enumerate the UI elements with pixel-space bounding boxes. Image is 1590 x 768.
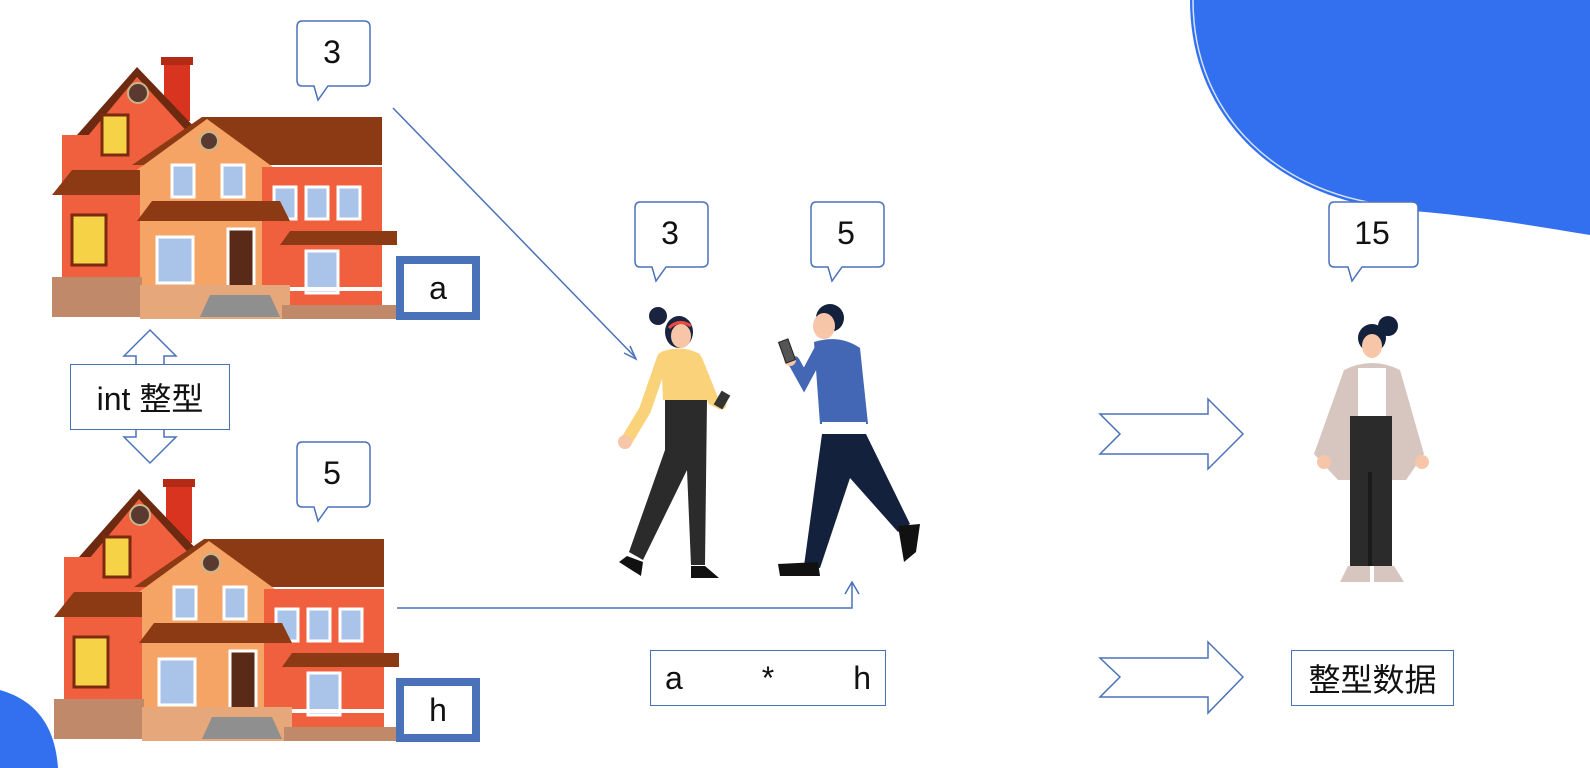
expression-box: a * h bbox=[650, 650, 886, 706]
variable-name: h bbox=[404, 686, 472, 734]
chevron-arrow-icon bbox=[1098, 397, 1245, 471]
value-callout-a: 3 bbox=[296, 20, 371, 102]
value-text: 3 bbox=[323, 33, 341, 70]
value-callout-result: 15 bbox=[1328, 201, 1419, 283]
woman-walking-illustration bbox=[618, 307, 731, 578]
value-text: 3 bbox=[661, 214, 679, 251]
variable-box-a: a bbox=[396, 256, 480, 320]
woman-standing-illustration bbox=[1314, 316, 1429, 582]
value-text: 5 bbox=[837, 214, 855, 251]
variable-box-h: h bbox=[396, 678, 480, 742]
value-text: 5 bbox=[323, 454, 341, 491]
value-callout-h: 5 bbox=[296, 441, 371, 523]
type-label: int 整型 bbox=[70, 364, 230, 430]
decor-blob-bottom-left bbox=[0, 690, 58, 768]
man-walking-illustration bbox=[777, 304, 920, 576]
expression-left: a bbox=[665, 659, 683, 696]
expression-right: h bbox=[853, 659, 871, 696]
expression-operator: * bbox=[761, 659, 775, 696]
result-type-label: 整型数据 bbox=[1291, 650, 1454, 706]
variable-name: a bbox=[404, 264, 472, 312]
house-illustration-h bbox=[54, 479, 399, 741]
value-text: 15 bbox=[1354, 214, 1390, 251]
house-illustration-a bbox=[52, 57, 397, 319]
value-callout-man: 5 bbox=[810, 201, 885, 283]
value-callout-woman: 3 bbox=[634, 201, 709, 283]
chevron-arrow-icon bbox=[1098, 640, 1245, 715]
